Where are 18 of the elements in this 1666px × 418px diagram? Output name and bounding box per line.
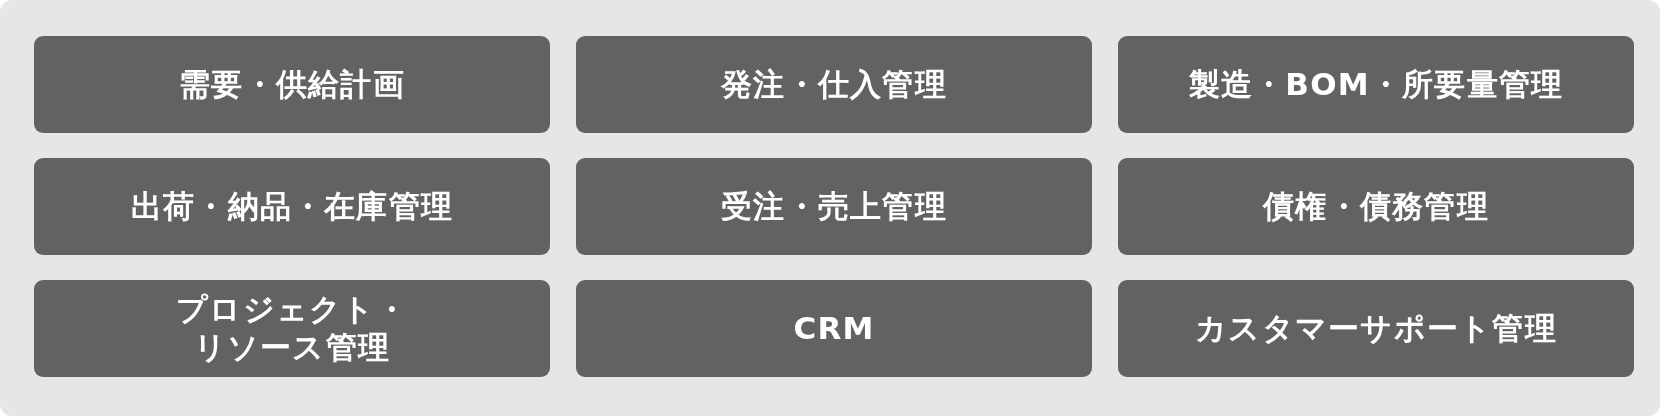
module-box [1118,280,1634,377]
module-label: カスタマーサポート管理 [1195,309,1557,348]
module-label: 受注・売上管理 [721,187,947,226]
module-box [576,280,1092,377]
module-label: 発注・仕入管理 [721,65,947,104]
module-label: 製造・BOM・所要量管理 [1188,65,1564,104]
module-box [1118,36,1634,133]
module-box [34,158,550,255]
module-label: 需要・供給計画 [179,65,405,104]
module-label: プロジェクト・リソース管理 [175,291,409,366]
module-box [34,280,550,377]
module-box [576,158,1092,255]
module-box [576,36,1092,133]
module-label: CRM [793,309,875,348]
module-box [34,36,550,133]
module-box [1118,158,1634,255]
module-label: 債権・債務管理 [1263,187,1489,226]
module-label: 出荷・納品・在庫管理 [130,187,454,226]
